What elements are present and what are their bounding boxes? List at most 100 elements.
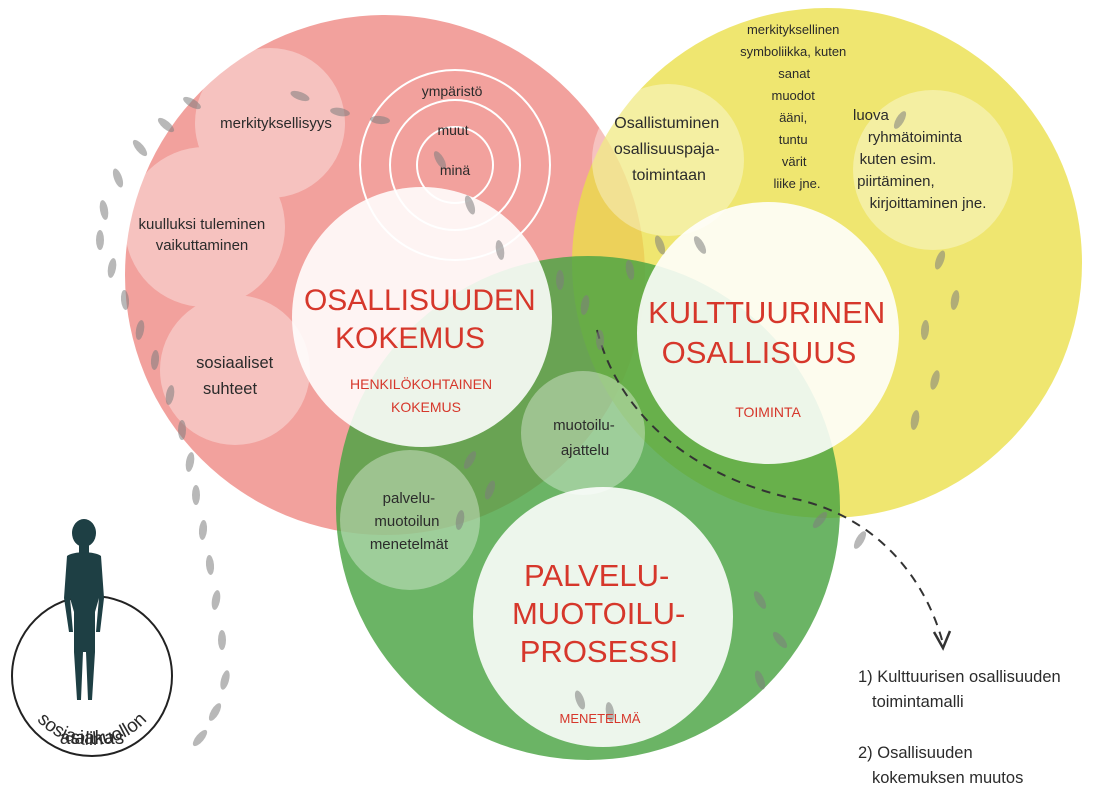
vaikuttaminen-label: vaikuttaminen bbox=[156, 237, 249, 254]
footprints-icon bbox=[96, 90, 960, 747]
process-title-line-1: PALVELU- bbox=[524, 558, 669, 593]
footprint-icon bbox=[484, 480, 496, 500]
experience-title-line-1: OSALLISUUDEN bbox=[304, 284, 536, 317]
svg-text:MENETELMÄ: MENETELMÄ bbox=[560, 711, 641, 726]
footprint-icon bbox=[150, 350, 160, 370]
footprint-icon bbox=[654, 235, 666, 255]
toimintaan-label: toimintaan bbox=[632, 167, 706, 184]
svg-text:TOIMINTA: TOIMINTA bbox=[735, 404, 801, 420]
svg-text:1) Kulttuurisen osallisuuden: 1) Kulttuurisen osallisuuden toimintamal… bbox=[858, 668, 1065, 787]
arrow-head-icon bbox=[932, 630, 952, 651]
footprint-icon bbox=[580, 295, 590, 315]
footprint-icon bbox=[192, 485, 200, 505]
ajattelu-label: ajattelu bbox=[561, 442, 609, 459]
process-title-line-3: PROSESSI bbox=[520, 634, 679, 669]
svg-text:sosiaaliset suhteet: sosiaaliset suhteet bbox=[196, 354, 278, 398]
svg-text:PALVELU- MUOTOILU- PRO: PALVELU- MUOTOILU- PROSESSI bbox=[512, 558, 694, 669]
svg-text:kuulluksi tuleminen vaikut: kuulluksi tuleminen vaikuttaminen bbox=[139, 216, 270, 254]
footprint-icon bbox=[772, 631, 788, 649]
ring-ymparisto-label: ympäristö bbox=[422, 83, 483, 99]
footprint-icon bbox=[934, 250, 946, 270]
footprint-icon bbox=[220, 670, 230, 690]
footprint-icon bbox=[192, 729, 208, 747]
experience-main-circle bbox=[292, 187, 552, 447]
footprint-icon bbox=[198, 520, 208, 540]
footprint-icon bbox=[754, 670, 766, 690]
svg-text:KULTTUURINEN OSALLISUUS: KULTTUURINEN OSALLISUUS bbox=[648, 295, 894, 370]
footprint-icon bbox=[556, 270, 564, 290]
muotoilu-label: muotoilu- bbox=[553, 417, 615, 434]
culture-title-line-1: KULTTUURINEN bbox=[648, 295, 885, 330]
footprint-icon bbox=[693, 236, 707, 254]
footprint-icon bbox=[112, 168, 124, 188]
culture-main-circle bbox=[637, 202, 899, 464]
footprint-icon bbox=[107, 258, 117, 278]
symbolics-line-3: sanat bbox=[778, 66, 810, 81]
footprint-icon bbox=[165, 385, 175, 405]
footprint-icon bbox=[183, 96, 201, 110]
footprint-icon bbox=[178, 420, 186, 440]
footprint-icon bbox=[930, 370, 940, 390]
footprint-icon bbox=[370, 115, 390, 125]
suhteet-label: suhteet bbox=[203, 380, 258, 398]
footprint-icon bbox=[455, 510, 465, 530]
kuulluksi-label: kuulluksi tuleminen bbox=[139, 216, 266, 233]
footprint-icon bbox=[753, 591, 767, 609]
merkityksellisyys-label: merkityksellisyys bbox=[220, 115, 332, 132]
footprint-icon bbox=[99, 200, 109, 220]
design-thinking-bubble bbox=[521, 371, 645, 495]
footprint-icon bbox=[596, 330, 604, 350]
outcome-2-line-1: 2) Osallisuuden bbox=[858, 744, 973, 762]
kuten-label: kuten esim. bbox=[860, 151, 937, 168]
ring-muut-label: muut bbox=[437, 122, 468, 138]
footprint-icon bbox=[157, 117, 175, 133]
process-subtitle: MENETELMÄ bbox=[560, 711, 641, 726]
svg-text:Osallistuminen osallisuusp: Osallistuminen osallisuuspaja- toimintaa… bbox=[614, 115, 724, 184]
piirtaminen-label: piirtäminen, bbox=[857, 173, 935, 190]
footprint-icon bbox=[605, 702, 615, 722]
kirjoittaminen-label: kirjoittaminen jne. bbox=[870, 195, 987, 212]
osallistuminen-label: Osallistuminen bbox=[614, 115, 719, 132]
svg-text:OSALLISUUDEN KOKEMUS: OSALLISUUDEN KOKEMUS bbox=[304, 284, 544, 355]
service-design-methods-bubble bbox=[340, 450, 480, 590]
footprint-icon bbox=[625, 260, 635, 280]
palvelu-label: palvelu- bbox=[383, 490, 436, 507]
footprint-icon bbox=[910, 410, 920, 430]
participation-bubble bbox=[592, 84, 744, 236]
client-group: sosiaalihuollon asiakas bbox=[11, 519, 173, 757]
footprint-icon bbox=[853, 531, 867, 549]
footprint-icon bbox=[495, 240, 505, 260]
symbolics-line-6: tuntu bbox=[779, 132, 808, 147]
symbolics-line-8: liike jne. bbox=[774, 176, 821, 191]
symbolics-line-5: ääni, bbox=[779, 110, 807, 125]
svg-text:merkityksellisyys: merkityksellisyys bbox=[220, 115, 332, 132]
svg-text:HENKILÖKOHTAINEN KOKEMUS: HENKILÖKOHTAINEN KOKEMUS bbox=[350, 375, 496, 415]
footprint-icon bbox=[330, 107, 350, 117]
outcome-2-line-2: kokemuksen muutos bbox=[872, 769, 1023, 787]
footprint-icon bbox=[464, 195, 476, 215]
footprint-icon bbox=[205, 555, 215, 575]
culture-subtitle: TOIMINTA bbox=[735, 404, 801, 420]
osallisuuspaja-label: osallisuuspaja- bbox=[614, 141, 720, 158]
sosiaaliset-label: sosiaaliset bbox=[196, 354, 273, 372]
svg-text:asiakas: asiakas bbox=[60, 728, 124, 749]
outcome-1-line-1: 1) Kulttuurisen osallisuuden bbox=[858, 668, 1061, 686]
footprint-icon bbox=[920, 320, 930, 340]
client-label-line-2: asiakas bbox=[60, 728, 124, 749]
footprint-icon bbox=[96, 230, 104, 250]
footprint-icon bbox=[290, 90, 310, 102]
ring-mina-label: minä bbox=[440, 162, 471, 178]
footprint-icon bbox=[893, 111, 907, 129]
svg-text:merkityksellinen symboliik: merkityksellinen symboliikka, kuten sana… bbox=[740, 22, 850, 191]
footprint-icon bbox=[211, 590, 221, 610]
experience-title-line-2: KOKEMUS bbox=[335, 322, 485, 355]
person-silhouette-icon bbox=[64, 519, 104, 700]
culture-title-line-2: OSALLISUUS bbox=[662, 335, 857, 370]
experience-subtitle-line-2: KOKEMUS bbox=[391, 399, 461, 415]
symbolics-line-7: värit bbox=[782, 154, 807, 169]
creative-group-bubble bbox=[853, 90, 1013, 250]
svg-text:ympäristö muut minä: ympäristö muut minä bbox=[422, 83, 487, 178]
footprint-icon bbox=[208, 703, 222, 721]
luova-label: luova bbox=[853, 107, 890, 124]
